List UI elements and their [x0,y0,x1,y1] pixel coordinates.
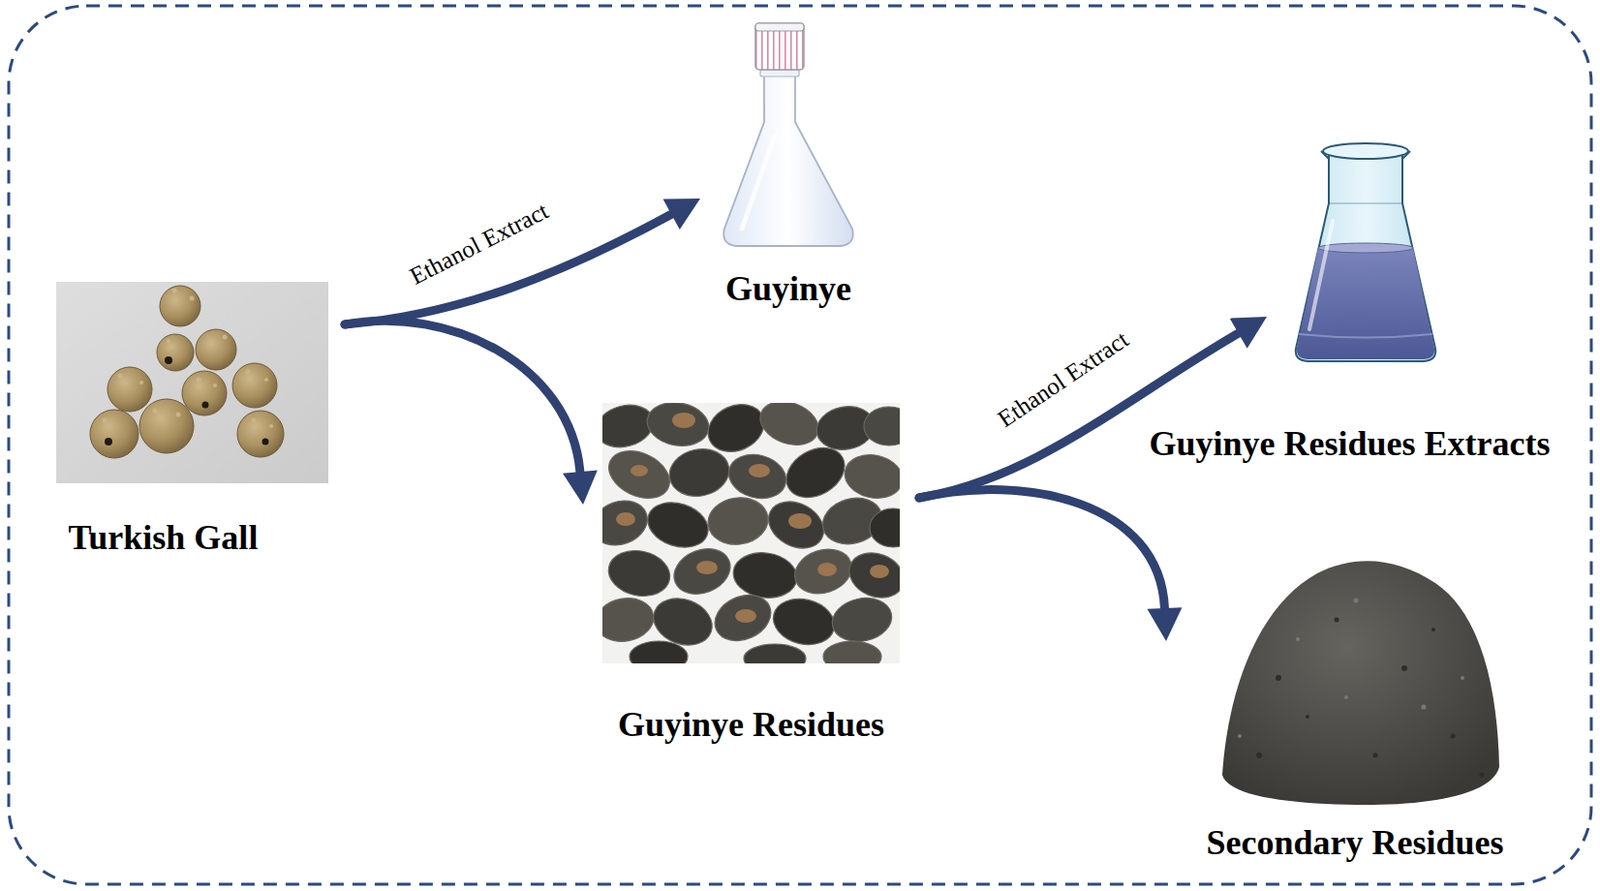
node-label: Turkish Gall [68,517,259,559]
powder-pile [1222,560,1500,805]
node-label: Secondary Residues [1205,822,1504,864]
node-label: Guyinye Residues Extracts [1149,423,1551,465]
edge-label: Ethanol Extract [405,197,554,292]
flow-arrow [919,490,1182,642]
flow-arrow [344,320,598,505]
node-label: Guyinye Residues [617,704,885,746]
gall-photo [56,281,329,484]
image-node: Guyinye Residues [602,402,900,664]
flask-icon [723,23,854,247]
edge-label: Ethanol Extract [992,325,1135,433]
image-node: Guyinye [719,20,858,250]
image-node: Turkish Gall [56,281,329,484]
image-node: Guyinye Residues Extracts [1291,142,1440,363]
flow-arrow [919,316,1267,498]
image-node: Secondary Residues [1219,555,1501,806]
residue-photo [602,402,900,664]
beaker-icon [1295,143,1437,362]
node-label: Guyinye [725,268,852,310]
